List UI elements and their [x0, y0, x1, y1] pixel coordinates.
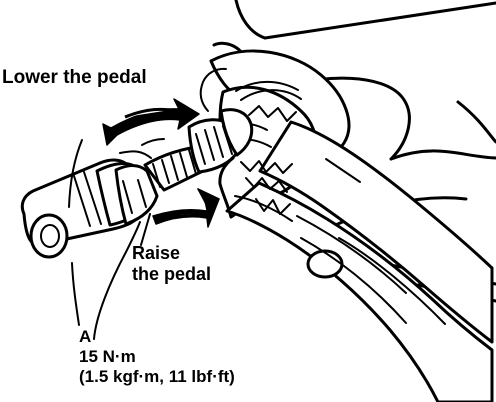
torque-value-label: 15 N·m [79, 347, 136, 366]
lower-arrow-icon [102, 98, 200, 146]
clevis-and-rod [20, 108, 254, 259]
raise-label-line-1: Raise [132, 243, 181, 263]
part-a-label: A [79, 327, 92, 346]
raise-label-line-2: the pedal [132, 264, 212, 284]
lower-the-pedal-label: Lower the pedal [2, 67, 147, 88]
torque-alternate-units-label: (1.5 kgf·m, 11 lbf·ft) [79, 367, 235, 386]
raise-arrow-icon [152, 188, 220, 228]
raise-the-pedal-label: Raise the pedal [132, 243, 211, 285]
pliers-icon [199, 49, 494, 402]
torque-spec-label: A 15 N·m (1.5 kgf·m, 11 lbf·ft) [79, 327, 235, 387]
leader-lines [68, 138, 165, 340]
